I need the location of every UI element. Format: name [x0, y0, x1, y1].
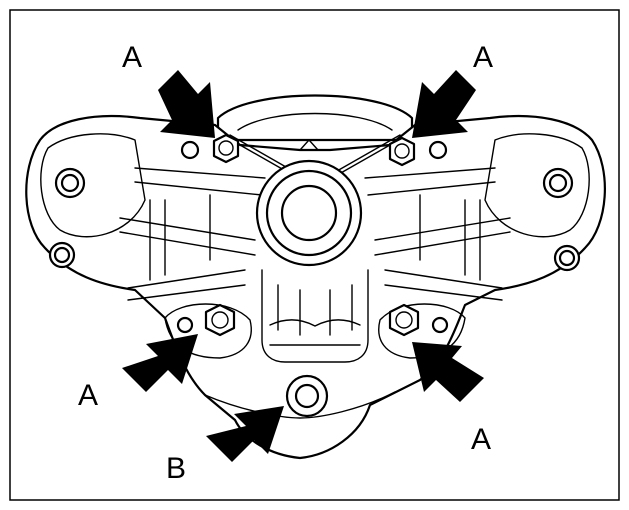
label-a-top-right: A [473, 41, 493, 74]
label-a-bottom-left: A [78, 379, 98, 412]
bolt-bottom-left [204, 303, 236, 337]
label-b-bleed-screw: B [166, 452, 186, 485]
bolt-top-right [388, 136, 416, 167]
mounting-holes [48, 140, 581, 334]
bleed-screw [285, 374, 329, 418]
bolt-top-left [212, 133, 240, 164]
piston [255, 139, 363, 267]
label-a-bottom-right: A [471, 423, 491, 456]
arrow-icon-bleed-screw [206, 406, 284, 462]
arrow-icon-bottom-right [412, 342, 484, 402]
arrow-icon-top-right [412, 70, 476, 138]
bolt-bottom-right [388, 303, 420, 337]
caliper-body [25, 94, 606, 460]
arrow-icon-bottom-left [122, 334, 198, 392]
arrow-icon-top-left [158, 70, 215, 138]
label-a-top-left: A [122, 41, 142, 74]
